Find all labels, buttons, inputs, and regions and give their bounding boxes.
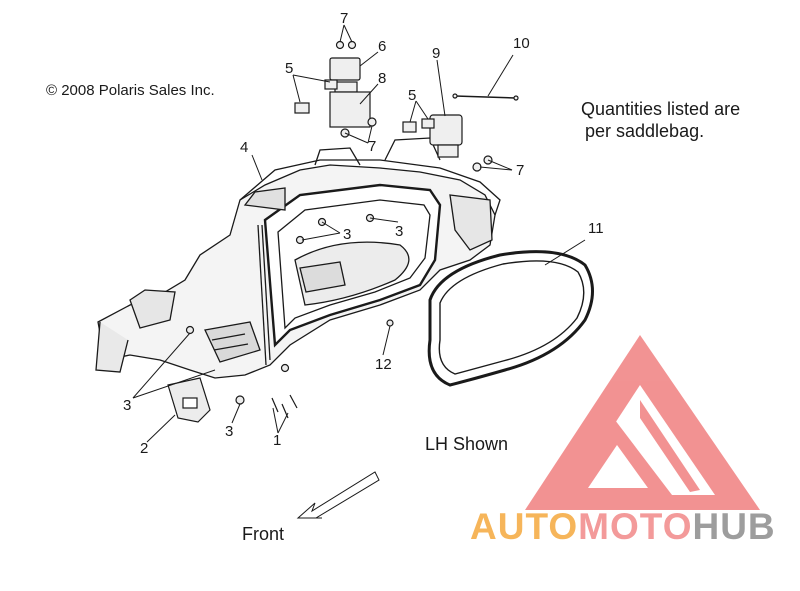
callout-3-inner-left: 3 [343,226,352,243]
callout-7-right: 7 [516,162,525,179]
quantity-note-line-2: per saddlebag. [585,121,705,141]
callout-3-lower-middle: 3 [225,423,234,440]
callout-5-left: 5 [285,60,294,77]
watermark-hub: HUB [692,506,776,547]
hinge-parts [294,40,519,172]
quantity-note-line-1: Quantities listed are [581,99,741,119]
seal-ring [427,250,594,387]
bracket-part [167,213,394,423]
callout-3-inner-right: 3 [395,223,404,240]
callout-8: 8 [378,70,387,87]
direction-label: Front [242,524,285,544]
watermark-moto: MOTO [578,506,693,547]
callout-4: 4 [240,139,249,156]
front-arrow-icon [296,471,380,519]
quantity-note: Quantities listed are per saddlebag. [581,98,740,142]
watermark-text: AUTOMOTOHUB [470,506,776,548]
callout-7-middle: 7 [368,138,377,155]
callout-11: 11 [588,220,604,237]
watermark-auto: AUTO [470,506,579,547]
callout-1: 1 [273,432,282,449]
callout-7-top: 7 [340,10,349,27]
callout-6: 6 [378,38,387,55]
copyright-text: © 2008 Polaris Sales Inc. [46,82,215,99]
leader-lines [132,24,586,443]
callout-2: 2 [140,440,149,457]
callout-9: 9 [432,45,441,62]
watermark-logo-icon [525,335,760,510]
view-label: LH Shown [425,434,509,454]
callout-5-right: 5 [408,87,417,104]
callout-10: 10 [513,35,530,52]
callout-12: 12 [375,356,392,373]
callout-3-lower-left: 3 [123,397,132,414]
saddlebag-body [95,137,501,379]
